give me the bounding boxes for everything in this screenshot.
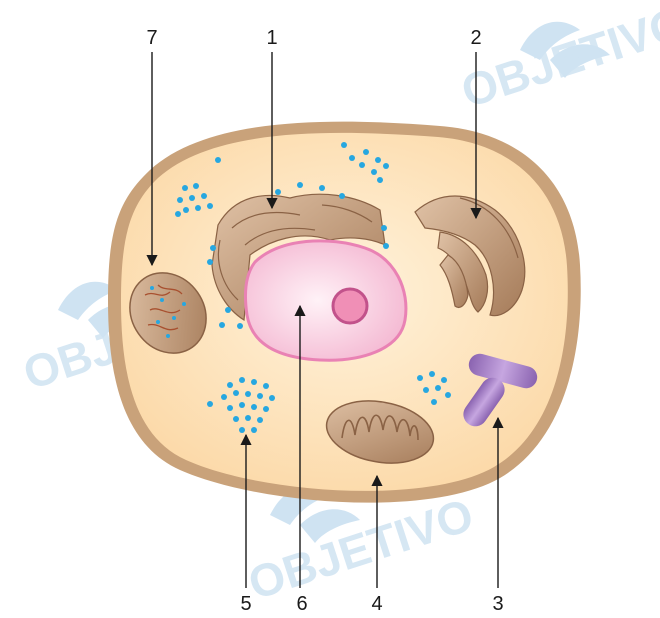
nucleolus	[333, 289, 367, 323]
watermark-top-right: OBJETIVO	[455, 0, 660, 118]
label-3: 3	[492, 593, 503, 615]
watermark-bottom: OBJETIVO	[242, 487, 479, 610]
label-7: 7	[146, 27, 157, 49]
label-6: 6	[296, 593, 307, 615]
watermark-text-top: OBJETIVO	[455, 0, 660, 118]
label-5: 5	[240, 593, 251, 615]
label-2: 2	[470, 27, 481, 49]
label-4: 4	[371, 593, 382, 615]
label-1: 1	[266, 27, 277, 49]
nucleus	[246, 241, 406, 360]
